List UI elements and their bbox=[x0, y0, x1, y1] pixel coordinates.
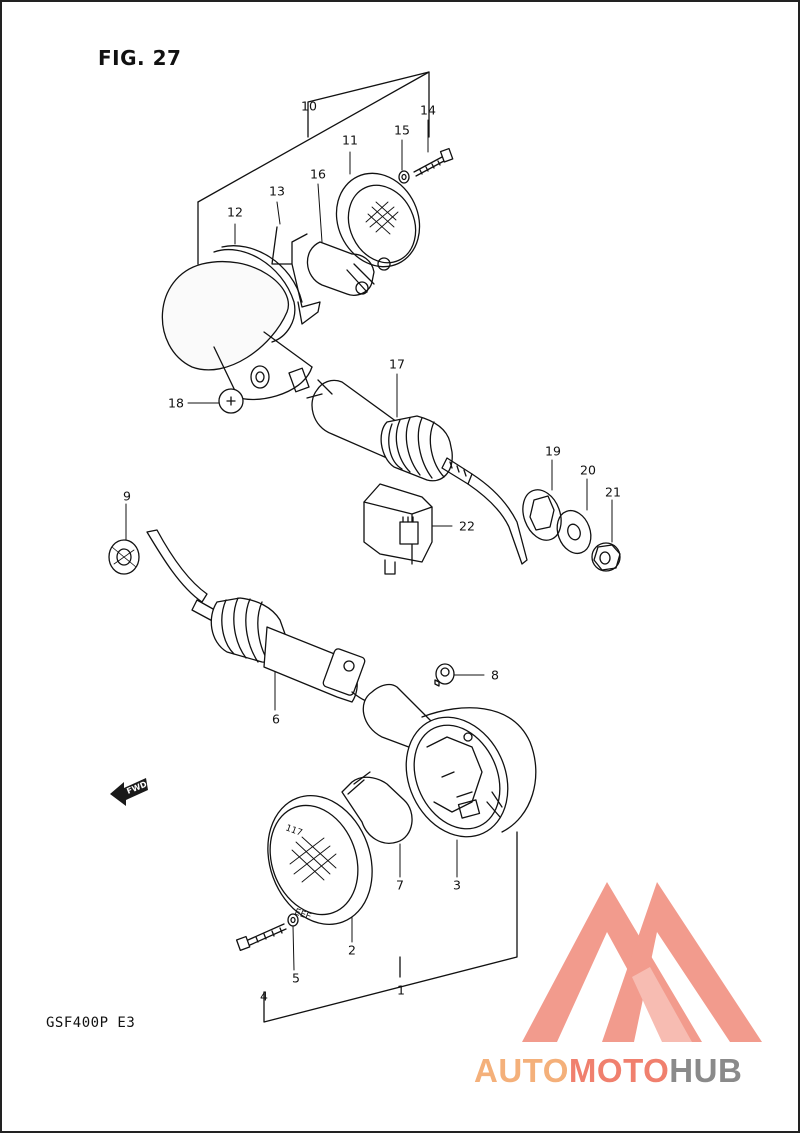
lower-signal-housing bbox=[362, 683, 537, 838]
part-number-1: 1 bbox=[397, 982, 405, 998]
figure-title: FIG. 27 bbox=[98, 46, 182, 70]
part-number-12: 12 bbox=[227, 204, 243, 220]
watermark-moto: MOTO bbox=[568, 1052, 670, 1089]
part-number-15: 15 bbox=[394, 122, 410, 138]
watermark-logo-icon bbox=[522, 882, 762, 1042]
part-number-16: 16 bbox=[310, 166, 326, 182]
forward-direction-arrow: FWD bbox=[110, 778, 148, 806]
upper-assembly-bracket bbox=[197, 71, 430, 265]
part-number-6: 6 bbox=[272, 711, 280, 727]
watermark-hub: HUB bbox=[669, 1052, 743, 1089]
upper-stem bbox=[306, 379, 528, 565]
upper-cap-nut bbox=[591, 542, 621, 572]
part-number-17: 17 bbox=[389, 356, 405, 372]
part-number-9: 9 bbox=[123, 488, 131, 504]
part-number-8: 8 bbox=[491, 667, 499, 683]
part-number-5: 5 bbox=[292, 970, 300, 986]
part-number-20: 20 bbox=[580, 462, 596, 478]
part-number-13: 13 bbox=[269, 183, 285, 199]
model-code: GSF400P E3 bbox=[46, 1015, 136, 1031]
part-number-19: 19 bbox=[545, 443, 561, 459]
upper-nut bbox=[522, 489, 562, 541]
part-number-18: 18 bbox=[168, 395, 184, 411]
upper-signal-housing bbox=[161, 245, 313, 401]
watermark-text: AUTOMOTOHUB bbox=[474, 1052, 742, 1090]
part-number-21: 21 bbox=[605, 484, 621, 500]
upper-lens bbox=[335, 172, 421, 271]
lower-lens bbox=[267, 795, 373, 925]
leader-lines bbox=[125, 119, 613, 971]
lower-small-screw bbox=[434, 663, 455, 687]
lower-lock-washer bbox=[108, 539, 140, 575]
upper-bulb bbox=[306, 241, 375, 296]
upper-screw bbox=[413, 147, 454, 177]
part-number-22: 22 bbox=[459, 518, 475, 534]
lower-stem bbox=[146, 529, 378, 704]
part-number-2: 2 bbox=[348, 942, 356, 958]
part-number-10: 10 bbox=[301, 98, 317, 114]
lower-assembly-bracket bbox=[263, 831, 518, 1023]
part-number-4: 4 bbox=[260, 988, 268, 1004]
flasher-relay bbox=[363, 483, 433, 575]
lower-bulb bbox=[341, 771, 413, 844]
part-number-11: 11 bbox=[342, 132, 358, 148]
upper-washer bbox=[398, 170, 410, 184]
part-number-14: 14 bbox=[420, 102, 436, 118]
bulb-holder-clip bbox=[271, 226, 321, 325]
upper-grommet bbox=[218, 388, 244, 414]
upper-flat-washer bbox=[556, 509, 592, 555]
part-number-3: 3 bbox=[453, 877, 461, 893]
part-number-7: 7 bbox=[396, 877, 404, 893]
watermark-auto: AUTO bbox=[474, 1052, 569, 1089]
lower-screw bbox=[235, 923, 287, 951]
